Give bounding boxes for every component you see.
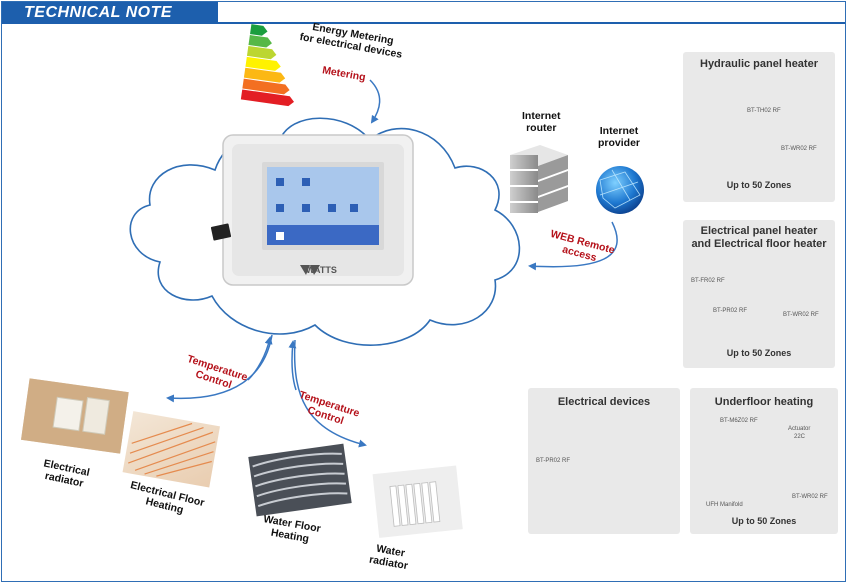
water-radiator-photo bbox=[372, 465, 463, 538]
panel-underfloor-code2: Actuator bbox=[788, 426, 811, 432]
provider-label-line2: provider bbox=[598, 137, 641, 150]
panel-underfloor-code4: UFH Manifold bbox=[706, 502, 743, 508]
router-label-line1: Internet bbox=[522, 110, 561, 122]
temp-arrow-left bbox=[166, 334, 273, 403]
panel-hydraulic-title: Hydraulic panel heater bbox=[700, 58, 818, 70]
web-access-arrow bbox=[528, 221, 618, 271]
panel-underfloor-code5: BT-WR02 RF bbox=[792, 494, 828, 500]
panel-hydraulic: Hydraulic panel heater BT-TH02 RF BT-WR0… bbox=[683, 52, 835, 202]
panel-underfloor: Underfloor heating BT-M6Z02 RF Actuator … bbox=[690, 388, 838, 534]
panel-electrical-devices: Electrical devices BT-PR02 RF bbox=[528, 388, 680, 534]
router-icon bbox=[510, 145, 568, 213]
panel-electrical-code1: BT-FR02 RF bbox=[691, 278, 725, 284]
metering-arrow bbox=[369, 79, 381, 124]
globe-icon bbox=[596, 166, 644, 214]
panel-electrical-title-line1: Electrical panel heater bbox=[700, 225, 818, 237]
electrical-radiator-photo bbox=[21, 378, 129, 454]
provider-label: Internet provider bbox=[598, 125, 640, 149]
panel-underfloor-title: Underfloor heating bbox=[714, 396, 814, 408]
panel-electrical: Electrical panel heater and Electrical f… bbox=[683, 220, 835, 368]
panel-electrical-code3: BT-WR02 RF bbox=[783, 312, 819, 318]
router-label: Internet router bbox=[522, 110, 561, 134]
panel-underfloor-code1: BT-M6Z02 RF bbox=[720, 418, 758, 424]
thermostat-brand: WATTS bbox=[306, 265, 337, 275]
thermostat-device bbox=[210, 134, 414, 286]
panel-electrical-title: Electrical panel heater and Electrical f… bbox=[683, 225, 835, 251]
panel-electrical-devices-title: Electrical devices bbox=[557, 396, 651, 408]
panel-underfloor-code3: 22C bbox=[794, 434, 806, 440]
panel-electrical-code2: BT-PR02 RF bbox=[713, 308, 748, 314]
panel-electrical-title-line2: and Electrical floor heater bbox=[691, 238, 827, 251]
energy-label-icon bbox=[240, 24, 295, 107]
panel-electrical-footer: Up to 50 Zones bbox=[726, 348, 792, 358]
panel-electrical-devices-code1: BT-PR02 RF bbox=[536, 458, 571, 464]
router-label-line2: router bbox=[526, 122, 557, 135]
temp-arrow-up-left bbox=[247, 336, 273, 381]
electrical-floor-photo bbox=[122, 411, 220, 488]
header-rule bbox=[218, 22, 845, 24]
panel-underfloor-footer: Up to 50 Zones bbox=[731, 516, 797, 526]
panel-hydraulic-footer: Up to 50 Zones bbox=[726, 180, 792, 190]
header-title: TECHNICAL NOTE bbox=[2, 2, 218, 24]
water-floor-photo bbox=[248, 443, 352, 517]
temp-arrow-right bbox=[293, 339, 367, 448]
provider-label-line1: Internet bbox=[599, 125, 639, 137]
panel-hydraulic-code1: BT-TH02 RF bbox=[747, 108, 781, 114]
temp-arrow-up-right bbox=[288, 340, 297, 391]
panel-hydraulic-code2: BT-WR02 RF bbox=[781, 146, 817, 152]
cloud-outline bbox=[129, 117, 521, 346]
